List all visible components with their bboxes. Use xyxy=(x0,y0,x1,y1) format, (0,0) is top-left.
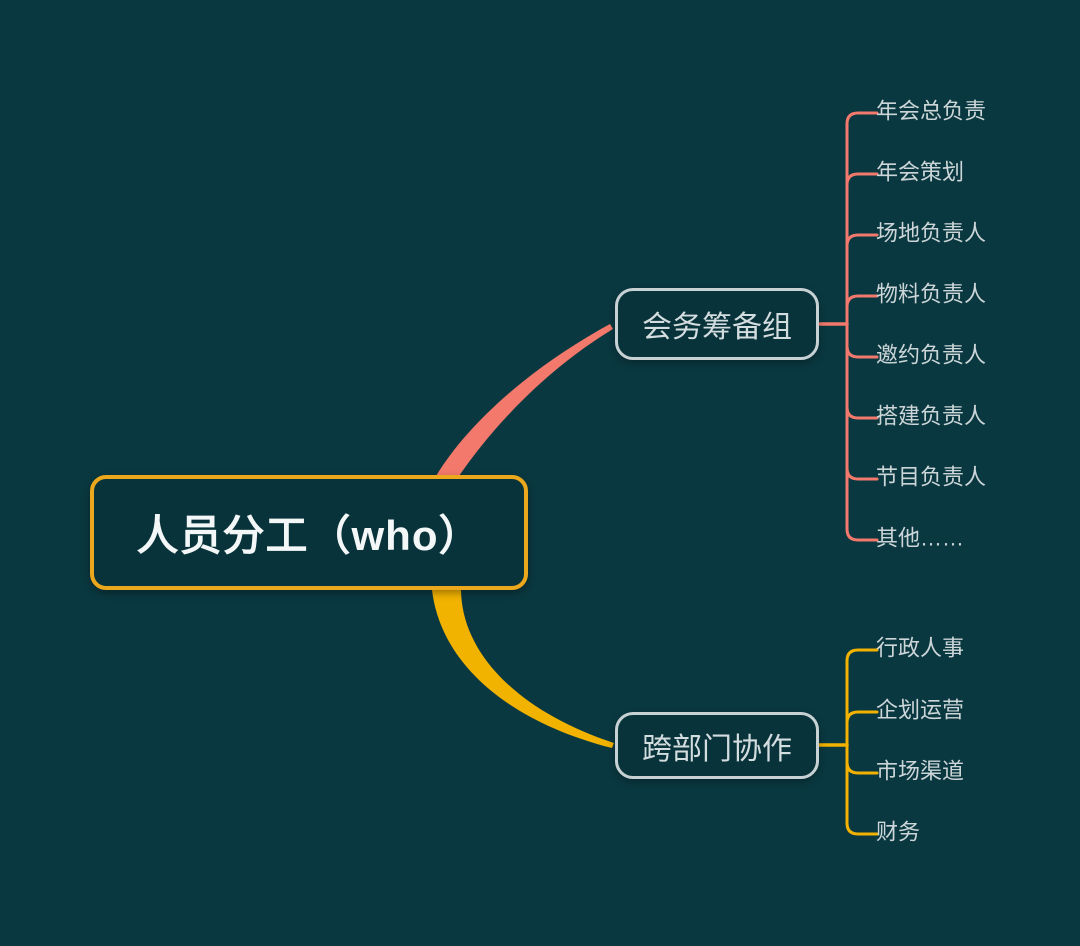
branch1-child-hook xyxy=(845,294,879,309)
root-node-label: 人员分工（who） xyxy=(136,512,482,559)
child-node[interactable]: 财务 xyxy=(876,819,921,845)
branch-node-label: 跨部门协作 xyxy=(642,732,792,766)
child-node[interactable]: 邀约负责人 xyxy=(876,342,987,368)
child-node[interactable]: 场地负责人 xyxy=(876,220,987,246)
child-node[interactable]: 搭建负责人 xyxy=(876,403,987,429)
branch1-main-curve xyxy=(436,324,613,476)
branch1-child-hook xyxy=(845,172,879,187)
child-node[interactable]: 市场渠道 xyxy=(876,758,965,784)
branch-node-cross-department[interactable]: 跨部门协作 xyxy=(615,712,819,779)
branch-node-label: 会务筹备组 xyxy=(642,311,792,344)
root-node[interactable]: 人员分工（who） xyxy=(90,475,528,590)
child-node[interactable]: 节目负责人 xyxy=(876,464,987,490)
branch1-child-hook xyxy=(845,405,879,420)
child-node[interactable]: 行政人事 xyxy=(876,635,965,661)
branch-node-preparation-group[interactable]: 会务筹备组 xyxy=(615,288,819,360)
child-node[interactable]: 其他…… xyxy=(876,525,965,551)
child-node[interactable]: 年会总负责 xyxy=(876,98,987,124)
branch2-main-curve xyxy=(432,590,614,748)
branch1-child-hook xyxy=(845,233,879,248)
child-node[interactable]: 年会策划 xyxy=(876,159,965,185)
branch1-child-hook xyxy=(845,466,879,481)
child-node[interactable]: 物料负责人 xyxy=(876,281,987,307)
branch2-spine xyxy=(845,648,879,836)
branch1-child-hook xyxy=(845,344,879,359)
branch2-child-hook xyxy=(845,760,879,775)
branch2-child-hook xyxy=(845,710,879,725)
branch1-spine xyxy=(845,111,879,542)
child-node[interactable]: 企划运营 xyxy=(876,697,965,723)
